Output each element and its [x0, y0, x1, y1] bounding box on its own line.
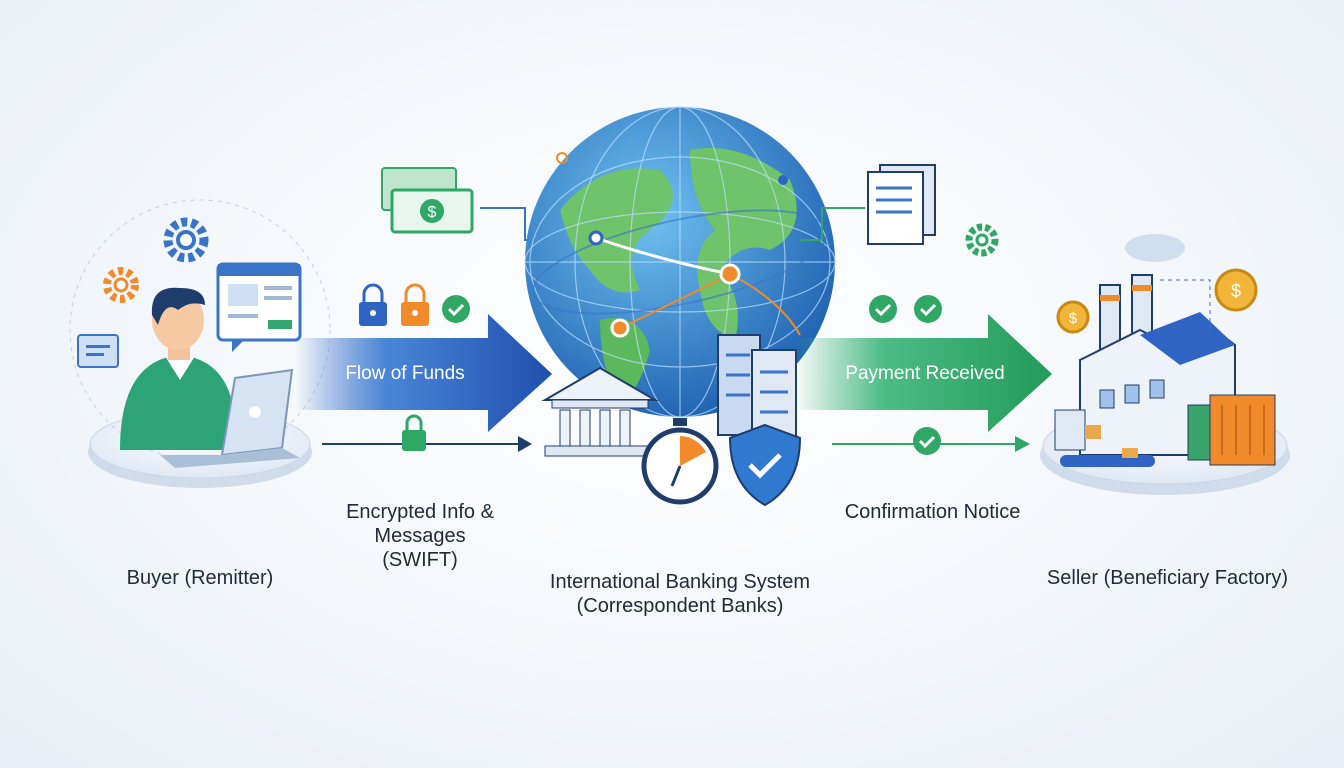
encrypted-line-1: Encrypted Info & [346, 501, 494, 523]
payment-received-arrow [795, 314, 1052, 432]
confirmation-notice-label: Confirmation Notice [844, 501, 1021, 523]
flow-of-funds-arrow [295, 314, 552, 432]
factory-illustration [1040, 234, 1290, 495]
gear-icon [163, 217, 209, 263]
banking-system-label: International Banking System (Correspond… [510, 570, 850, 618]
svg-text:$: $ [1231, 281, 1241, 301]
encrypted-line-3: (SWIFT) [382, 549, 458, 571]
lock-icon [401, 283, 429, 326]
payment-received-label: Payment Received [845, 363, 1005, 384]
flow-of-funds-label: Flow of Funds [345, 363, 465, 384]
encrypted-line-2: Messages [374, 525, 466, 547]
buyer-illustration [69, 199, 331, 488]
check-icon [442, 295, 470, 323]
svg-text:$: $ [1069, 310, 1078, 327]
check-icon [913, 427, 941, 455]
lock-icon [402, 414, 426, 451]
lock-icon [359, 283, 387, 326]
document-icon [867, 164, 936, 245]
seller-label: Seller (Beneficiary Factory) [1046, 567, 1289, 589]
stopwatch-icon [641, 418, 719, 505]
check-icon [869, 295, 897, 323]
shield-icon [728, 423, 802, 507]
buyer-label: Buyer (Remitter) [126, 567, 274, 589]
check-icon [914, 295, 942, 323]
bank-icon [541, 366, 659, 457]
money-icon: $ [381, 167, 474, 234]
encrypted-info-label: Encrypted Info & Messages (SWIFT) [320, 500, 520, 572]
coin-icon: $ [1056, 300, 1090, 334]
svg-text:$: $ [428, 204, 437, 221]
banking-line-2: (Correspondent Banks) [576, 595, 784, 617]
banking-line-1: International Banking System [549, 571, 811, 593]
gear-icon [103, 267, 139, 303]
gear-icon [965, 223, 999, 257]
coin-icon: $ [1214, 268, 1258, 312]
